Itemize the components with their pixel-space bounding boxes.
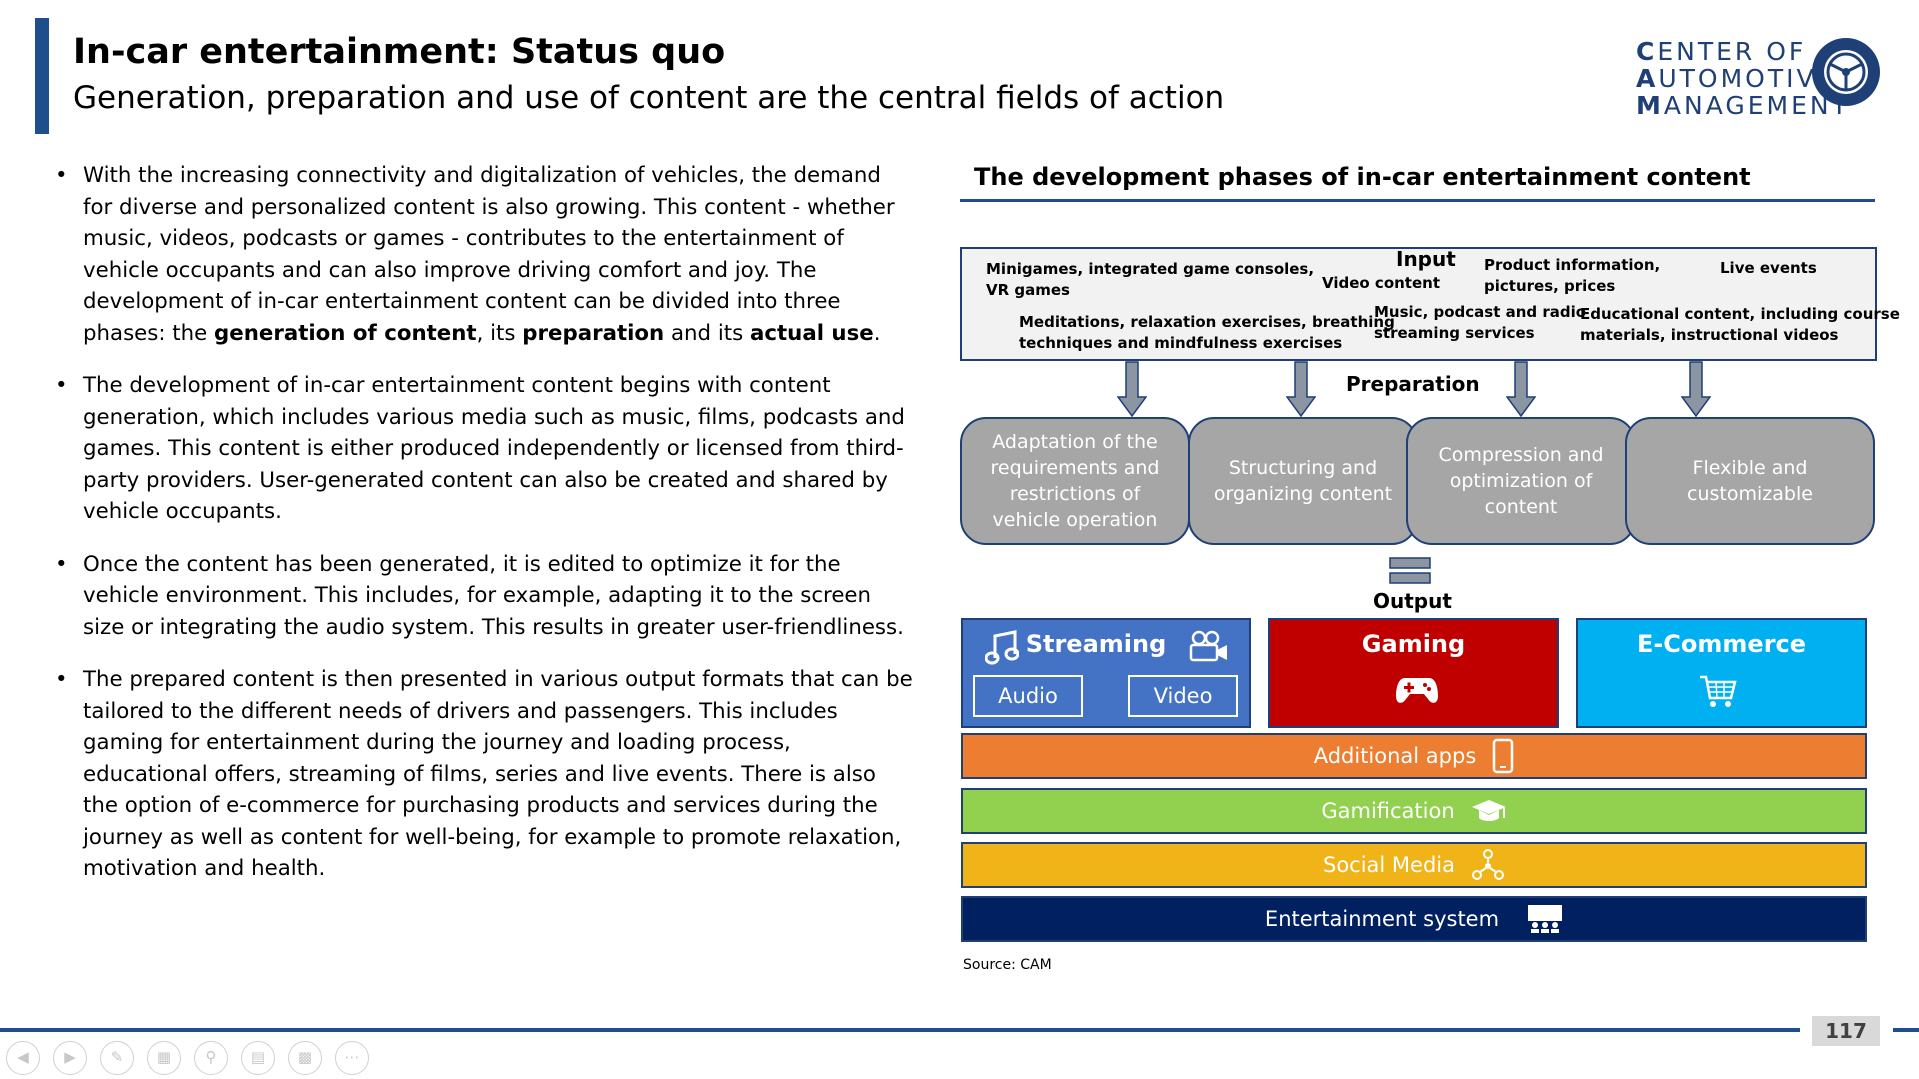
next-slide-button[interactable]: ▶ [53, 1041, 87, 1075]
bar-label: Additional apps [1313, 744, 1477, 768]
all-slides-button[interactable]: ▦ [147, 1041, 181, 1075]
stack-icon [1389, 557, 1431, 584]
bullet-dot: • [55, 163, 68, 188]
diagram-title: The development phases of in-car enterta… [974, 163, 1751, 191]
preparation-step: Compression and optimization of content [1406, 417, 1636, 545]
additional-apps-bar: Additional apps [961, 733, 1867, 779]
previous-slide-button[interactable]: ◀ [6, 1041, 40, 1075]
input-item-meditation: Meditations, relaxation exercises, breat… [1019, 313, 1395, 352]
subtitles-button[interactable]: ▤ [241, 1041, 275, 1075]
logo: CENTER OF AUTOMOTIVE MANAGEMENT [1636, 37, 1850, 120]
gamification-bar: Gamification [961, 788, 1867, 834]
video-button: Video [1128, 675, 1238, 717]
page-title: In-car entertainment: Status quo [73, 32, 726, 72]
ecommerce-title: E-Commerce [1636, 630, 1807, 658]
bullet-dot: • [55, 551, 68, 577]
ecommerce-box: E-Commerce [1576, 618, 1867, 728]
screen-audience-icon [1528, 905, 1563, 933]
preparation-label: Preparation [1346, 372, 1480, 396]
bullet-text: , its [476, 320, 523, 346]
input-item-video: Video content [1322, 274, 1440, 292]
gaming-title: Gaming [1361, 630, 1466, 658]
bullet-text: The prepared content is then presented i… [83, 667, 913, 881]
bar-label: Entertainment system [1264, 907, 1500, 931]
output-label: Output [1373, 589, 1452, 613]
down-arrow-icon [1506, 361, 1536, 417]
bullet-text: With the increasing connectivity and dig… [83, 163, 895, 346]
source-note: Source: CAM [963, 957, 1052, 973]
footer-line-end [1893, 1028, 1919, 1032]
bullet-text: and its [664, 320, 750, 346]
input-item-minigames: Minigames, integrated game consoles,VR g… [986, 260, 1315, 299]
bullet-text: Once the content has been generated, it … [83, 551, 904, 640]
bullet-emphasis: preparation [522, 320, 665, 346]
music-note-icon [985, 630, 1019, 665]
bullet-item: • The prepared content is then presented … [52, 664, 914, 885]
bullet-item: • Once the content has been generated, it… [52, 549, 914, 644]
audio-button: Audio [973, 675, 1083, 717]
pen-tool-button[interactable]: ✎ [100, 1041, 134, 1075]
input-item-product: Product information,pictures, prices [1484, 256, 1661, 295]
steering-wheel-logo-icon [1812, 38, 1880, 106]
bar-label: Gamification [1321, 799, 1455, 823]
network-icon [1472, 849, 1504, 880]
bullet-item: • With the increasing connectivity and di… [52, 160, 914, 349]
entertainment-system-bar: Entertainment system [961, 896, 1867, 942]
bullet-emphasis: actual use [749, 320, 874, 346]
preparation-step: Structuring and organizing content [1188, 417, 1418, 545]
bullet-text: The development of in-car entertainment … [83, 373, 905, 524]
streaming-box: Streaming Audio Video [961, 618, 1251, 728]
gamepad-icon [1396, 678, 1438, 703]
bullet-dot: • [55, 373, 68, 398]
bullet-list: • With the increasing connectivity and di… [52, 160, 914, 906]
preparation-step: Flexible and customizable [1625, 417, 1875, 545]
page-subtitle: Generation, preparation and use of conte… [73, 80, 1225, 116]
bullet-text: . [873, 320, 881, 346]
title-accent-bar [35, 18, 49, 134]
streaming-title: Streaming [1025, 630, 1167, 658]
social-media-bar: Social Media [961, 842, 1867, 888]
smartphone-icon [1493, 738, 1514, 774]
more-options-button[interactable]: ⋯ [335, 1041, 369, 1075]
gaming-box: Gaming [1268, 618, 1559, 728]
camera-toggle-button[interactable]: ▩ [288, 1041, 322, 1075]
bullet-emphasis: generation of content [214, 320, 477, 346]
bar-label: Social Media [1322, 853, 1455, 877]
down-arrow-icon [1117, 361, 1147, 417]
video-camera-icon [1189, 630, 1227, 662]
down-arrow-icon [1681, 361, 1711, 417]
input-label: Input [1396, 247, 1456, 271]
graduation-cap-icon [1471, 800, 1506, 821]
input-item-live: Live events [1720, 259, 1817, 277]
shopping-cart-icon [1700, 675, 1737, 707]
preparation-step: Adaptation of the requirements and restr… [960, 417, 1190, 545]
diagram-title-underline [960, 199, 1875, 202]
page-number: 117 [1812, 1016, 1880, 1046]
down-arrow-icon [1286, 361, 1316, 417]
zoom-button[interactable]: ⚲ [194, 1041, 228, 1075]
input-box: Minigames, integrated game consoles,VR g… [960, 247, 1900, 361]
bullet-item: • The development of in-car entertainment… [52, 370, 914, 528]
footer-line [0, 1028, 1800, 1032]
bullet-dot: • [55, 667, 68, 692]
